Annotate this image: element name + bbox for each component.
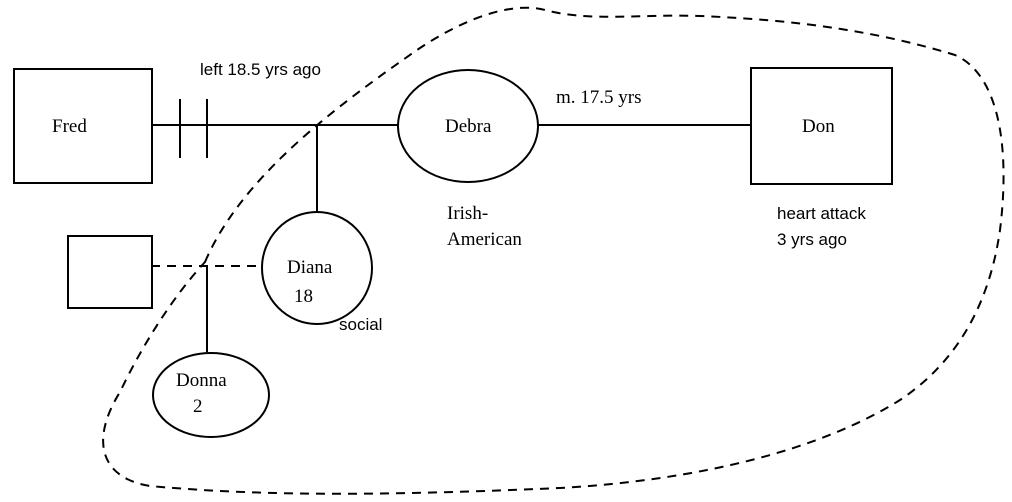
diana-social-annotation: social <box>339 315 382 334</box>
marriage-annotation: m. 17.5 yrs <box>556 87 642 108</box>
don-square <box>750 67 893 185</box>
diana-circle <box>261 211 373 325</box>
fred-square <box>13 68 153 184</box>
don-event-line-1: heart attack <box>777 204 866 223</box>
don-event-line-2: 3 yrs ago <box>777 230 847 249</box>
debra-circle <box>397 69 539 183</box>
diana-age-label: 18 <box>294 286 313 307</box>
donna-circle <box>152 352 270 438</box>
household-boundary <box>102 6 1005 495</box>
fred-node: Fred <box>13 68 153 184</box>
diana-node: Diana 18 <box>261 211 373 325</box>
diana-partner-square <box>67 235 153 309</box>
debra-origin-line-1: Irish- <box>447 203 488 224</box>
donna-name-label: Donna <box>176 370 227 391</box>
donna-age-label: 2 <box>193 396 203 417</box>
debra-node: Debra <box>397 69 539 183</box>
fred-label: Fred <box>52 116 87 137</box>
diana-name-label: Diana <box>287 257 333 278</box>
donna-node: Donna 2 <box>152 352 270 438</box>
don-label: Don <box>802 116 835 137</box>
don-node: Don <box>750 67 893 185</box>
debra-origin-line-2: American <box>447 229 522 250</box>
fred-left-annotation: left 18.5 yrs ago <box>200 60 321 79</box>
debra-label: Debra <box>445 116 492 137</box>
